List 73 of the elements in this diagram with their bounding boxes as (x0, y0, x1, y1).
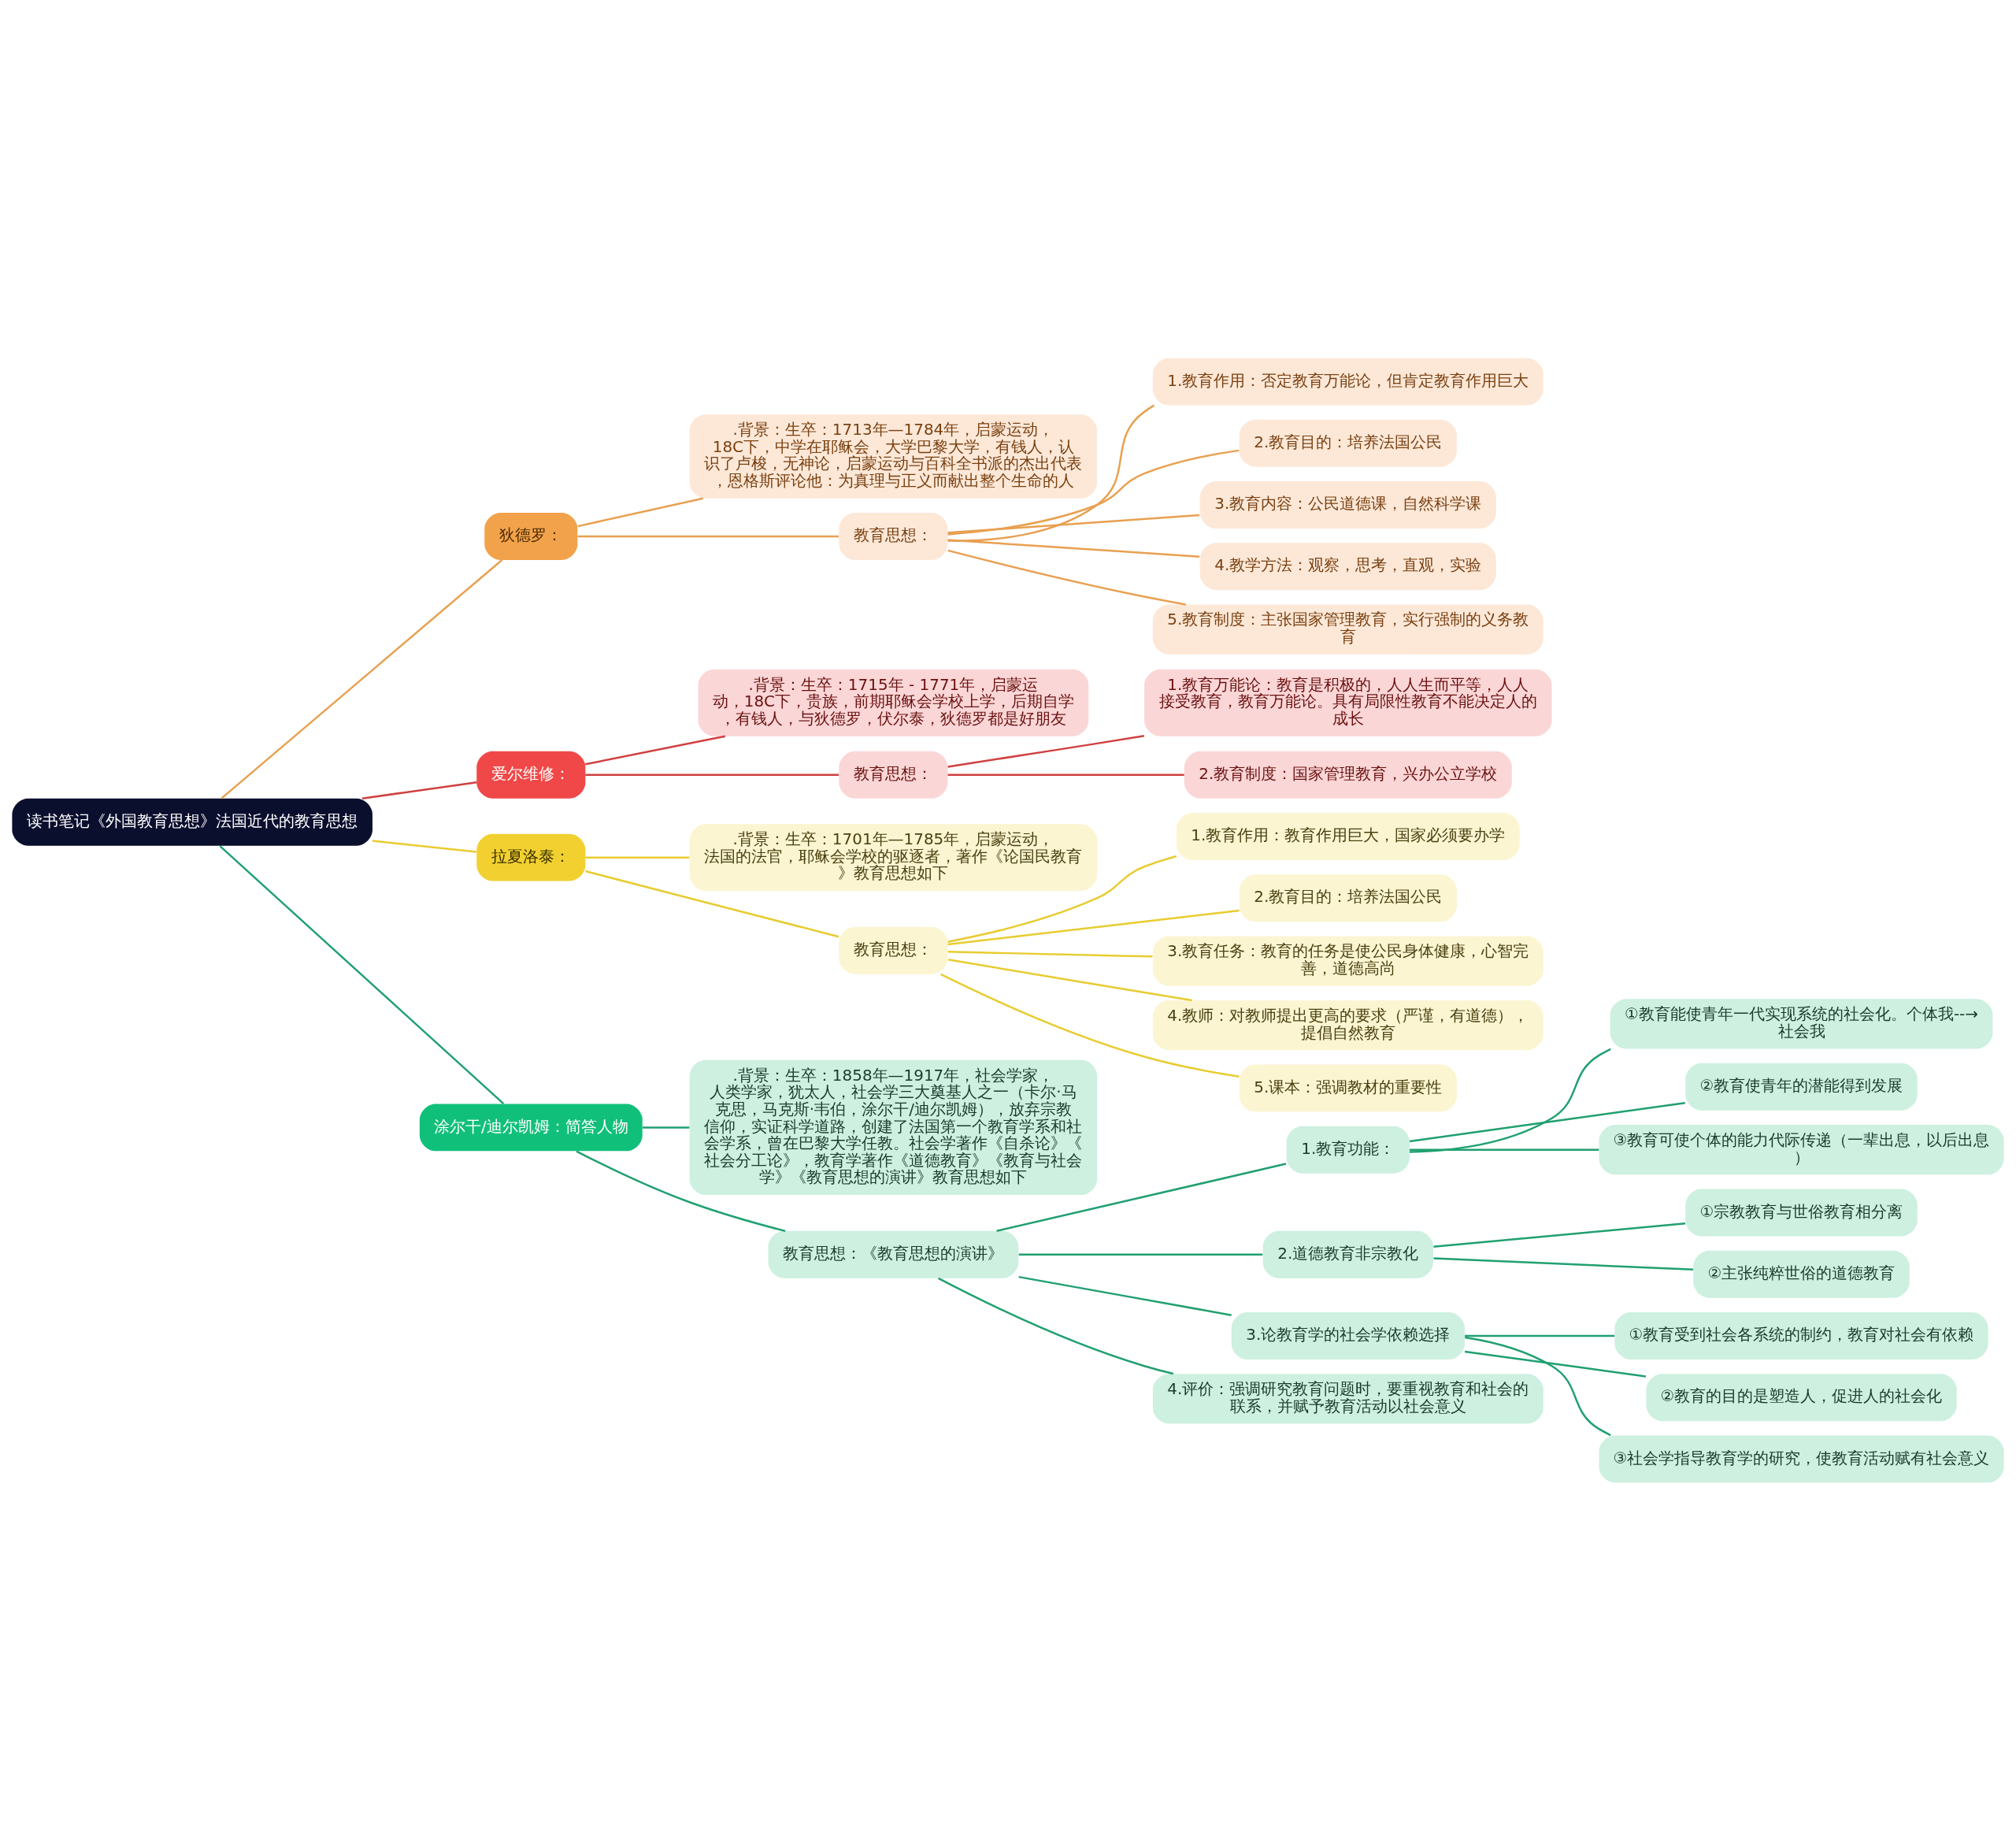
connector (1018, 1253, 1263, 1256)
node-box: ③社会学指导教育学的研究，使教育活动赋有社会意义 (1599, 1434, 2004, 1482)
node-box: .背景：生卒：1713年—1784年，启蒙运动，18C下，中学在耶稣会，大学巴黎大学，有钱人，认识了卢梭，无神论，启蒙运动与百科全书派的杰出代表，恩格斯评论他：为真理与正义而献出整个生命的人 (689, 414, 1098, 499)
node-box: 教育思想：《教育思想的演讲》 (768, 1230, 1019, 1278)
node-box: ②教育使青年的潜能得到发展 (1685, 1063, 1918, 1111)
node-box: 4.评价：强调研究教育问题时，要重视教育和社会的联系，并赋予教育活动以社会意义 (1152, 1373, 1544, 1423)
connector (585, 870, 839, 937)
node-box: 拉夏洛泰： (476, 833, 586, 881)
node-box: 教育思想： (839, 926, 948, 974)
node-box: 2.教育目的：培养法国公民 (1239, 874, 1457, 922)
connector (947, 909, 1240, 945)
node-box: 1.教育万能论：教育是积极的，人人生而平等，人人接受教育，教育万能论。具有局限性教育不能决定人的成长 (1144, 669, 1552, 736)
connector (1433, 1222, 1686, 1248)
connector (947, 449, 1240, 536)
node-box: 3.教育内容：公民道德课，自然科学课 (1199, 480, 1496, 529)
connector (938, 1277, 1174, 1374)
connector (577, 497, 703, 527)
connector (940, 973, 1240, 1078)
connector (947, 538, 1200, 558)
connector (1410, 1148, 1599, 1151)
node-box: 爱尔维修： (476, 751, 586, 799)
node-box: 1.教育作用：教育作用巨大，国家必须要办学 (1176, 812, 1520, 860)
connector (1409, 1101, 1685, 1142)
node-box: 5.教育制度：主张国家管理教育，实行强制的义务教育 (1152, 604, 1544, 655)
node-box: 1.教育作用：否定教育万能论，但肯定教育作用巨大 (1152, 358, 1544, 406)
connector (576, 1149, 786, 1232)
node-box: 2.教育制度：国家管理教育，兴办公立学校 (1184, 751, 1512, 799)
connector (220, 558, 503, 799)
node-box: 2.道德教育非宗教化 (1262, 1230, 1433, 1278)
node-box: 教育思想： (839, 751, 948, 799)
connector (947, 855, 1177, 943)
node-box: 狄德罗： (484, 512, 578, 560)
node-box: ①宗教教育与世俗教育相分离 (1685, 1189, 1918, 1236)
connector (577, 535, 839, 537)
connector (643, 1126, 690, 1129)
node-box: 4.教师：对教师提出更高的要求（严谨，有道德），提倡自然教育 (1152, 1000, 1544, 1050)
connector (1464, 1350, 1647, 1378)
node-box: .背景：生卒：1858年—1917年，社会学家，人类学家，犹太人，社会学三大奠基人之一（卡尔·马克思，马克斯·韦伯，涂尔干/迪尔凯姆），放弃宗教信仰，实证科学道路，创建了法国第一个教育学系和社会学系，曾在巴黎大学任教。社会学著作《自杀论》《社会分工论》，教育学著作《道德教育》《教育与社会学》《教育思想的演讲》教育思想如下 (689, 1059, 1098, 1195)
node-box: .背景：生卒：1715年 - 1771年，启蒙运动，18C下，贵族，前期耶稣会学校上学，后期自学，有钱人，与狄德罗，伏尔泰，狄德罗都是好朋友 (698, 669, 1089, 736)
node-box: ①教育受到社会各系统的制约，教育对社会有依赖 (1614, 1311, 1988, 1360)
node-box: ③教育可使个体的能力代际传递（一辈出息，以后出息） (1599, 1124, 2004, 1174)
node-box: 读书笔记《外国教育思想》法国近代的教育思想 (12, 798, 372, 846)
node-box: 涂尔干/迪尔凯姆：简答人物 (419, 1103, 643, 1151)
connector (996, 1162, 1287, 1232)
connector (1465, 1334, 1615, 1337)
node-box: 4.教学方法：观察，思考，直观，实验 (1199, 542, 1496, 590)
connector (361, 781, 477, 799)
connector (947, 773, 1184, 776)
connector (947, 734, 1144, 768)
connector (947, 549, 1186, 606)
connector (585, 773, 839, 776)
node-box: 5.课本：强调教材的重要性 (1239, 1064, 1457, 1111)
node-box: 3.论教育学的社会学依赖选择 (1231, 1311, 1465, 1360)
node-box: 1.教育功能： (1286, 1126, 1410, 1174)
node-box: .背景：生卒：1701年—1785年，启蒙运动，法国的法官，耶稣会学校的驱逐者，著作《论国民教育》教育思想如下 (689, 823, 1098, 891)
connector (1465, 1336, 1611, 1436)
connector (947, 950, 1153, 958)
connector (1409, 1048, 1611, 1153)
connector (947, 958, 1192, 1001)
connector (219, 844, 505, 1104)
connector (947, 404, 1155, 542)
node-box: 教育思想： (839, 512, 948, 560)
connector (585, 855, 690, 859)
node-box: 2.教育目的：培养法国公民 (1239, 419, 1457, 467)
node-box: ②主张纯粹世俗的道德教育 (1693, 1250, 1910, 1298)
connector (372, 839, 476, 853)
connector (585, 735, 726, 765)
connector (1433, 1256, 1694, 1271)
connector (1018, 1275, 1232, 1316)
node-box: 3.教育任务：教育的任务是使公民身体健康，心智完善，道德高尚 (1152, 935, 1544, 986)
connector (947, 514, 1200, 533)
node-box: ②教育的目的是塑造人，促进人的社会化 (1646, 1373, 1957, 1421)
node-box: ①教育能使青年一代实现系统的社会化。个体我--→社会我 (1610, 998, 1993, 1049)
